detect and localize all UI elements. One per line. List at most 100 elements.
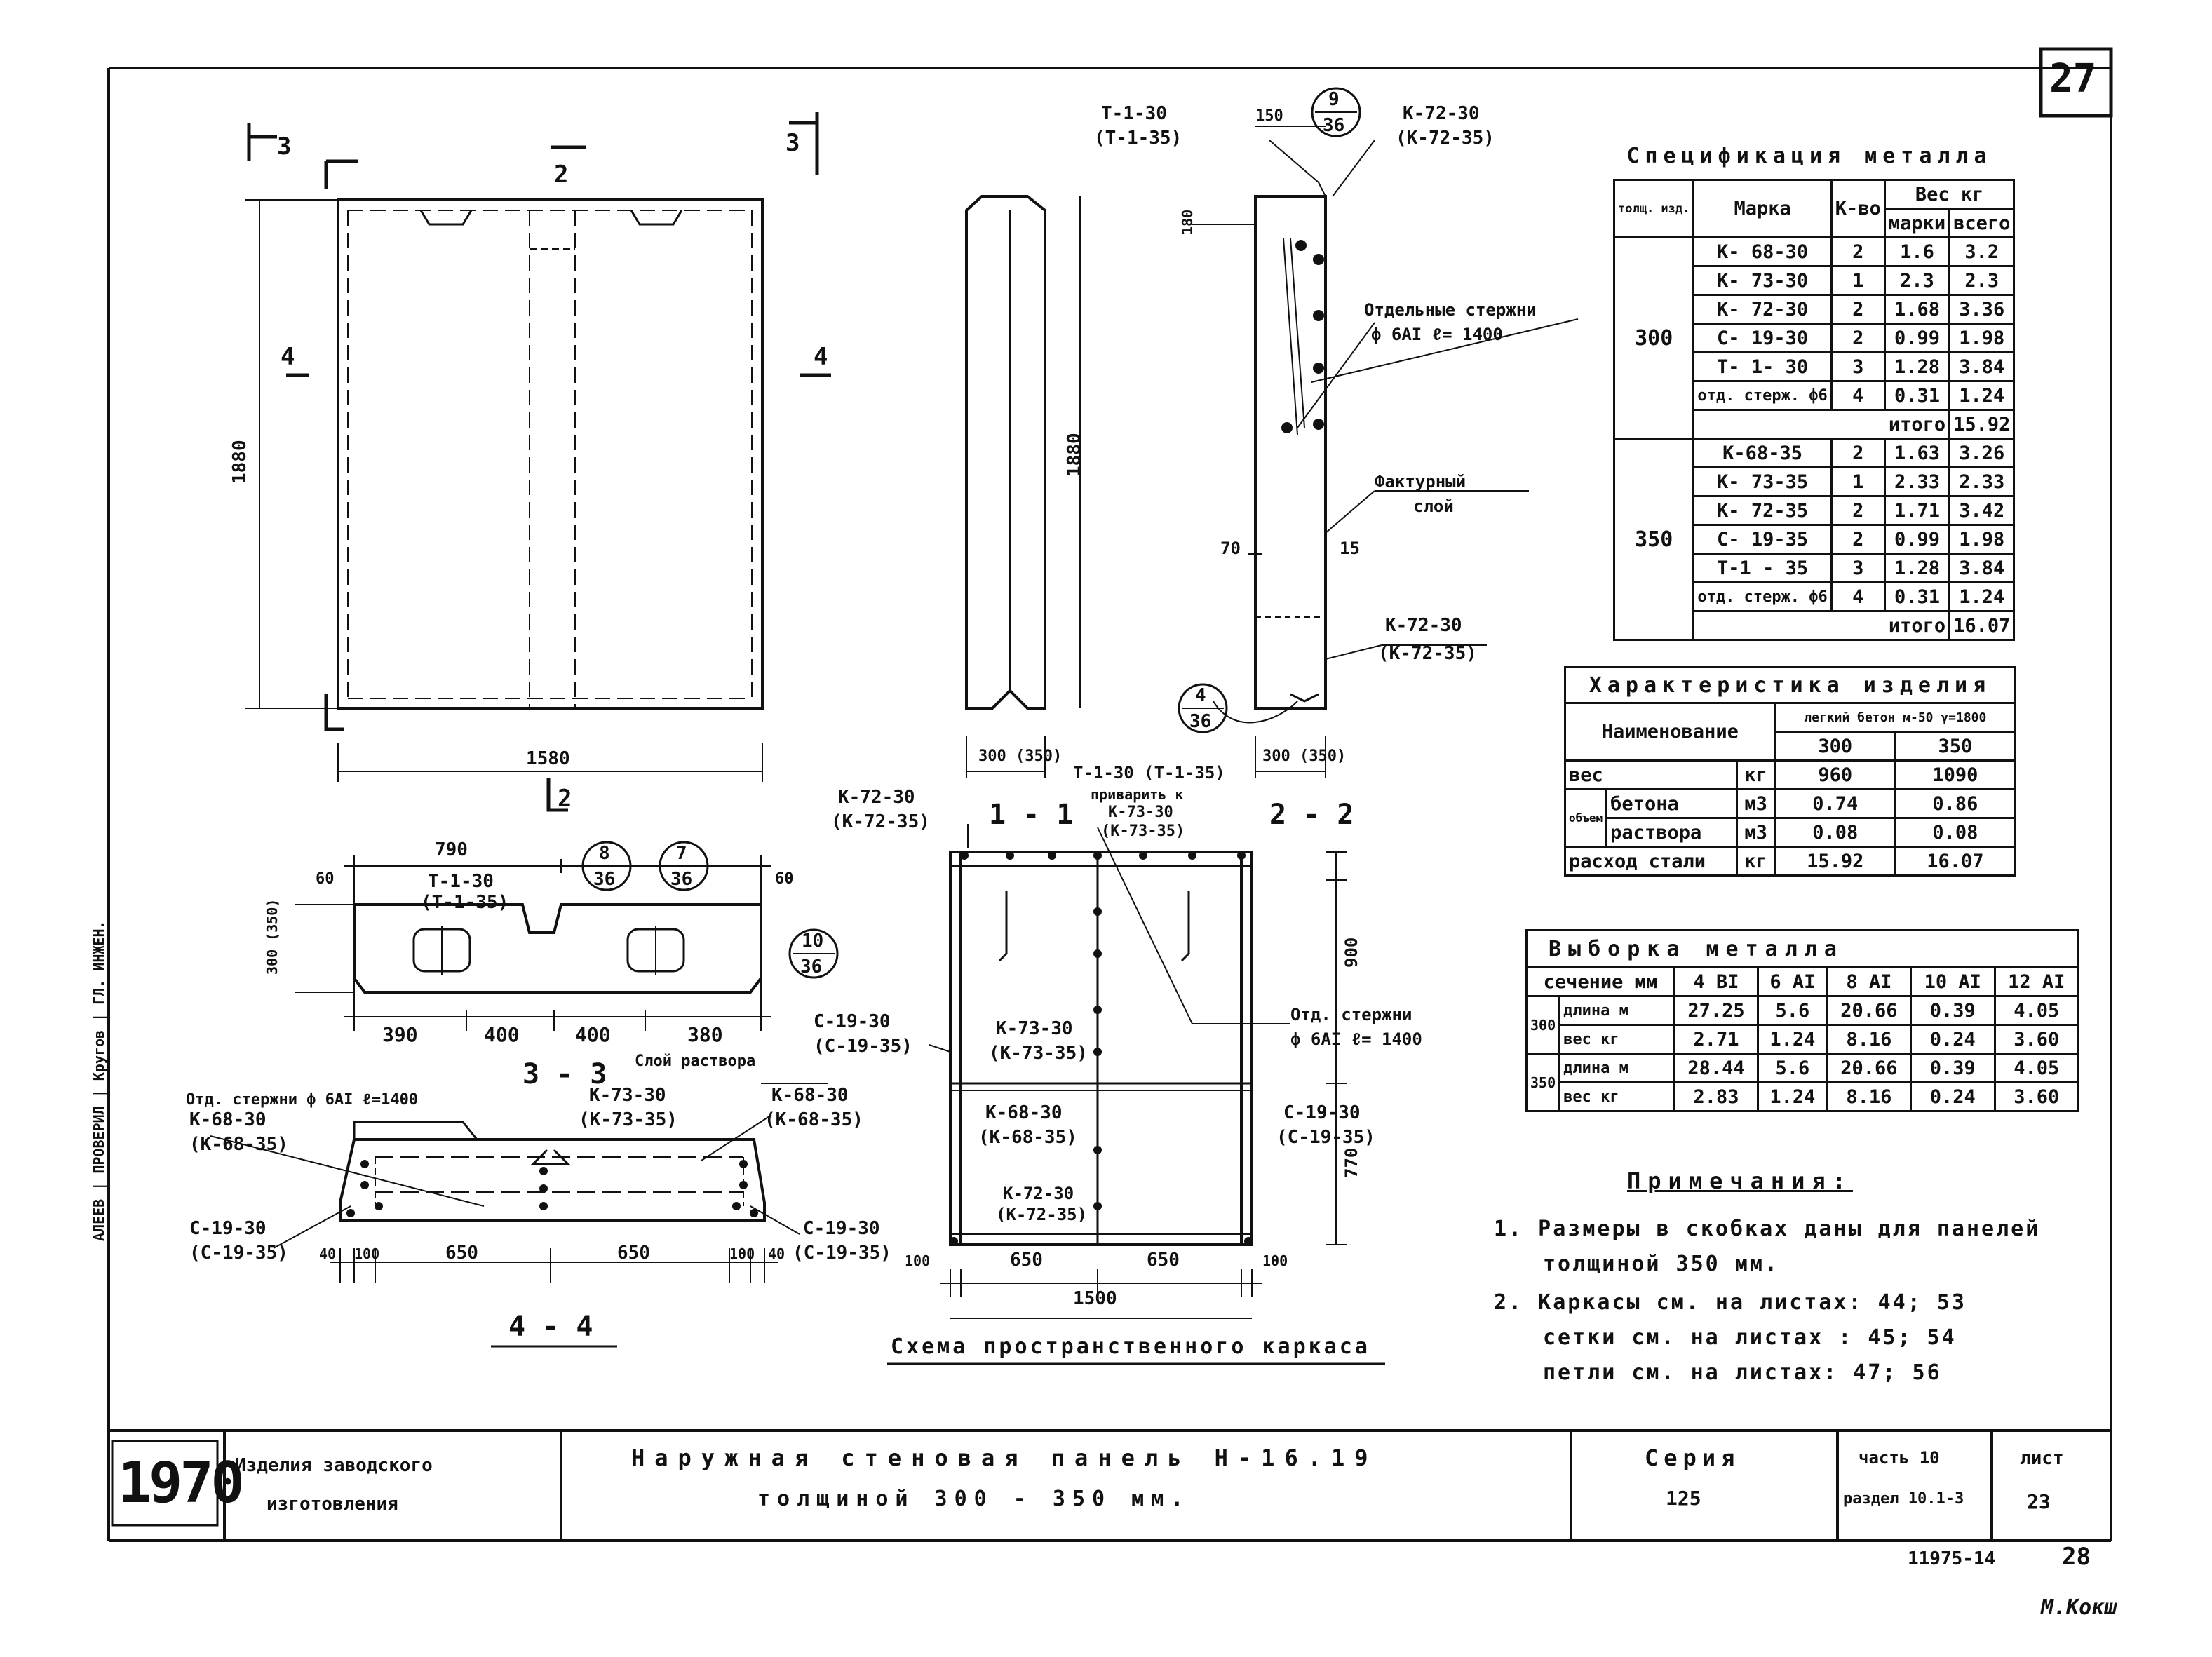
label-t130-a: Т-1-30: [1101, 103, 1167, 124]
spec-total-350: 16.07: [1948, 610, 2016, 641]
spec-cell: 3: [1830, 553, 1886, 583]
label-c1930-a: С-19-30: [189, 1218, 267, 1239]
label-k7335-b: (К-73-35): [1101, 823, 1185, 840]
spec-cell: 3.26: [1948, 438, 2016, 468]
dim-15: 15: [1340, 539, 1360, 558]
note-2c: петли см. на листах: 47; 56: [1543, 1360, 1942, 1385]
title-main-1: Наружная стеновая панель Н-16.19: [631, 1445, 1378, 1471]
sel-group-350: 350: [1525, 1053, 1561, 1112]
dim-150: 150: [1255, 107, 1283, 125]
spec-cell: 3.2: [1948, 236, 2016, 267]
spec-cell: 2: [1830, 294, 1886, 325]
label-k6835-a: (К-68-35): [189, 1134, 288, 1155]
spec-h-weight: Вес кг: [1883, 179, 2016, 210]
char-row-name: расход стали: [1564, 846, 1738, 877]
callout-4: 4: [1195, 685, 1206, 706]
sel-col: 8 AI: [1826, 966, 1913, 997]
sel-cell: 5.6: [1757, 995, 1828, 1026]
label-sep-rods-2-spec: ф 6АI ℓ= 1400: [1290, 1029, 1422, 1049]
sheet-number: 27: [2049, 56, 2097, 102]
spec-cell: К- 68-30: [1692, 236, 1833, 267]
sel-title: Выборка металла: [1525, 929, 2079, 968]
sel-cell: 8.16: [1826, 1024, 1913, 1055]
label-k6830-c: К-68-30: [985, 1102, 1063, 1123]
label-facing2: слой: [1413, 496, 1454, 516]
spec-cell: С- 19-35: [1692, 524, 1833, 555]
dim-100-d: 100: [1262, 1252, 1288, 1269]
label-c1935-d: (С-19-35): [1276, 1127, 1375, 1148]
spec-cell: 3: [1830, 351, 1886, 382]
label-k6830-b: К-68-30: [771, 1085, 849, 1106]
char-row-unit: кг: [1735, 759, 1776, 790]
char-row-v300: 960: [1774, 759, 1896, 790]
callout-9-36: [1311, 87, 1361, 137]
callout-8-36: [581, 841, 632, 891]
callout-4-36: [1178, 683, 1228, 733]
spec-cell: отд. стерж. ф6: [1692, 581, 1833, 612]
frame-title: Схема пространственного каркаса: [891, 1334, 1370, 1359]
char-row-v350: 0.86: [1894, 788, 2017, 819]
callout-10: 10: [802, 931, 823, 952]
sel-cell: 27.25: [1673, 995, 1760, 1026]
sel-cell: 2.83: [1673, 1081, 1760, 1112]
sel-col: 4 BI: [1673, 966, 1760, 997]
char-title: Характеристика изделия: [1564, 666, 2016, 704]
sel-cell: 28.44: [1673, 1053, 1760, 1083]
spec-total-label-350: итого: [1692, 610, 1951, 641]
title-list-value: 23: [2027, 1490, 2051, 1513]
spec-h-mark: Марка: [1692, 179, 1833, 238]
char-h-name: Наименование: [1564, 702, 1776, 762]
label-k7335-c: (К-73-35): [989, 1043, 1088, 1064]
spec-cell: 3.84: [1948, 351, 2016, 382]
spec-cell: К- 72-30: [1692, 294, 1833, 325]
spec-cell: 2: [1830, 236, 1886, 267]
label-sep-rods: Отдельные стержни: [1364, 300, 1537, 320]
dim-390: 390: [382, 1023, 418, 1046]
dim-650-c: 650: [1010, 1250, 1043, 1271]
sel-cell: 2.71: [1673, 1024, 1760, 1055]
dim-790: 790: [435, 839, 468, 860]
label-k7230-a: К-72-30: [1403, 103, 1480, 124]
dim-1500: 1500: [1073, 1288, 1117, 1309]
spec-cell: С- 19-30: [1692, 323, 1833, 353]
callout-10-36: [788, 928, 839, 979]
spec-cell: 4: [1830, 581, 1886, 612]
sel-table: Выборка металла сечение мм 4 BI 6 AI 8 A…: [1525, 929, 2079, 1112]
dim-1-1-height: 1880: [1064, 433, 1085, 477]
char-row-unit: м3: [1735, 788, 1776, 819]
label-sep-rods-spec: ф 6АI ℓ= 1400: [1371, 325, 1503, 344]
label-c1930-d: С-19-30: [1283, 1102, 1361, 1123]
label-k7330-b: К-73-30: [1108, 804, 1173, 821]
label-k7235-c: (К-72-35): [831, 811, 930, 832]
sel-cell: 20.66: [1826, 995, 1913, 1026]
dim-650-b: 650: [617, 1243, 650, 1264]
spec-cell: 1.28: [1883, 351, 1951, 382]
spec-cell: 1.68: [1883, 294, 1951, 325]
callout-36b: 36: [1189, 711, 1211, 732]
signature: М.Кокш: [2041, 1595, 2117, 1620]
char-row-name: бетона: [1605, 788, 1738, 819]
spec-cell: 1.6: [1883, 236, 1951, 267]
label-weld: приварить к: [1091, 786, 1183, 803]
char-row-v300: 15.92: [1774, 846, 1896, 877]
sel-cell: 5.6: [1757, 1053, 1828, 1083]
dim-width-1580: 1580: [526, 748, 570, 769]
spec-cell: 1.98: [1948, 524, 2016, 555]
spec-h-qty: К-во: [1830, 179, 1886, 238]
sel-cell: 0.24: [1910, 1081, 1996, 1112]
char-row-v350: 1090: [1894, 759, 2017, 790]
sel-col: 6 AI: [1757, 966, 1828, 997]
section-4-4: [210, 1114, 800, 1348]
spec-cell: 2: [1830, 524, 1886, 555]
sel-col: 10 AI: [1910, 966, 1996, 997]
sel-col: 12 AI: [1993, 966, 2079, 997]
spec-cell: Т-1 - 35: [1692, 553, 1833, 583]
sheet-frame: [107, 47, 2113, 1542]
label-k7230-d: К-72-30: [1003, 1184, 1074, 1203]
label-k6835-c: (К-68-35): [978, 1127, 1077, 1148]
label-k6830-a: К-68-30: [189, 1109, 267, 1130]
sel-cell: 3.60: [1993, 1081, 2079, 1112]
section-3-3: [295, 855, 828, 1084]
dim-60-right: 60: [775, 870, 794, 888]
label-k7235-b: (К-72-35): [1378, 643, 1477, 664]
